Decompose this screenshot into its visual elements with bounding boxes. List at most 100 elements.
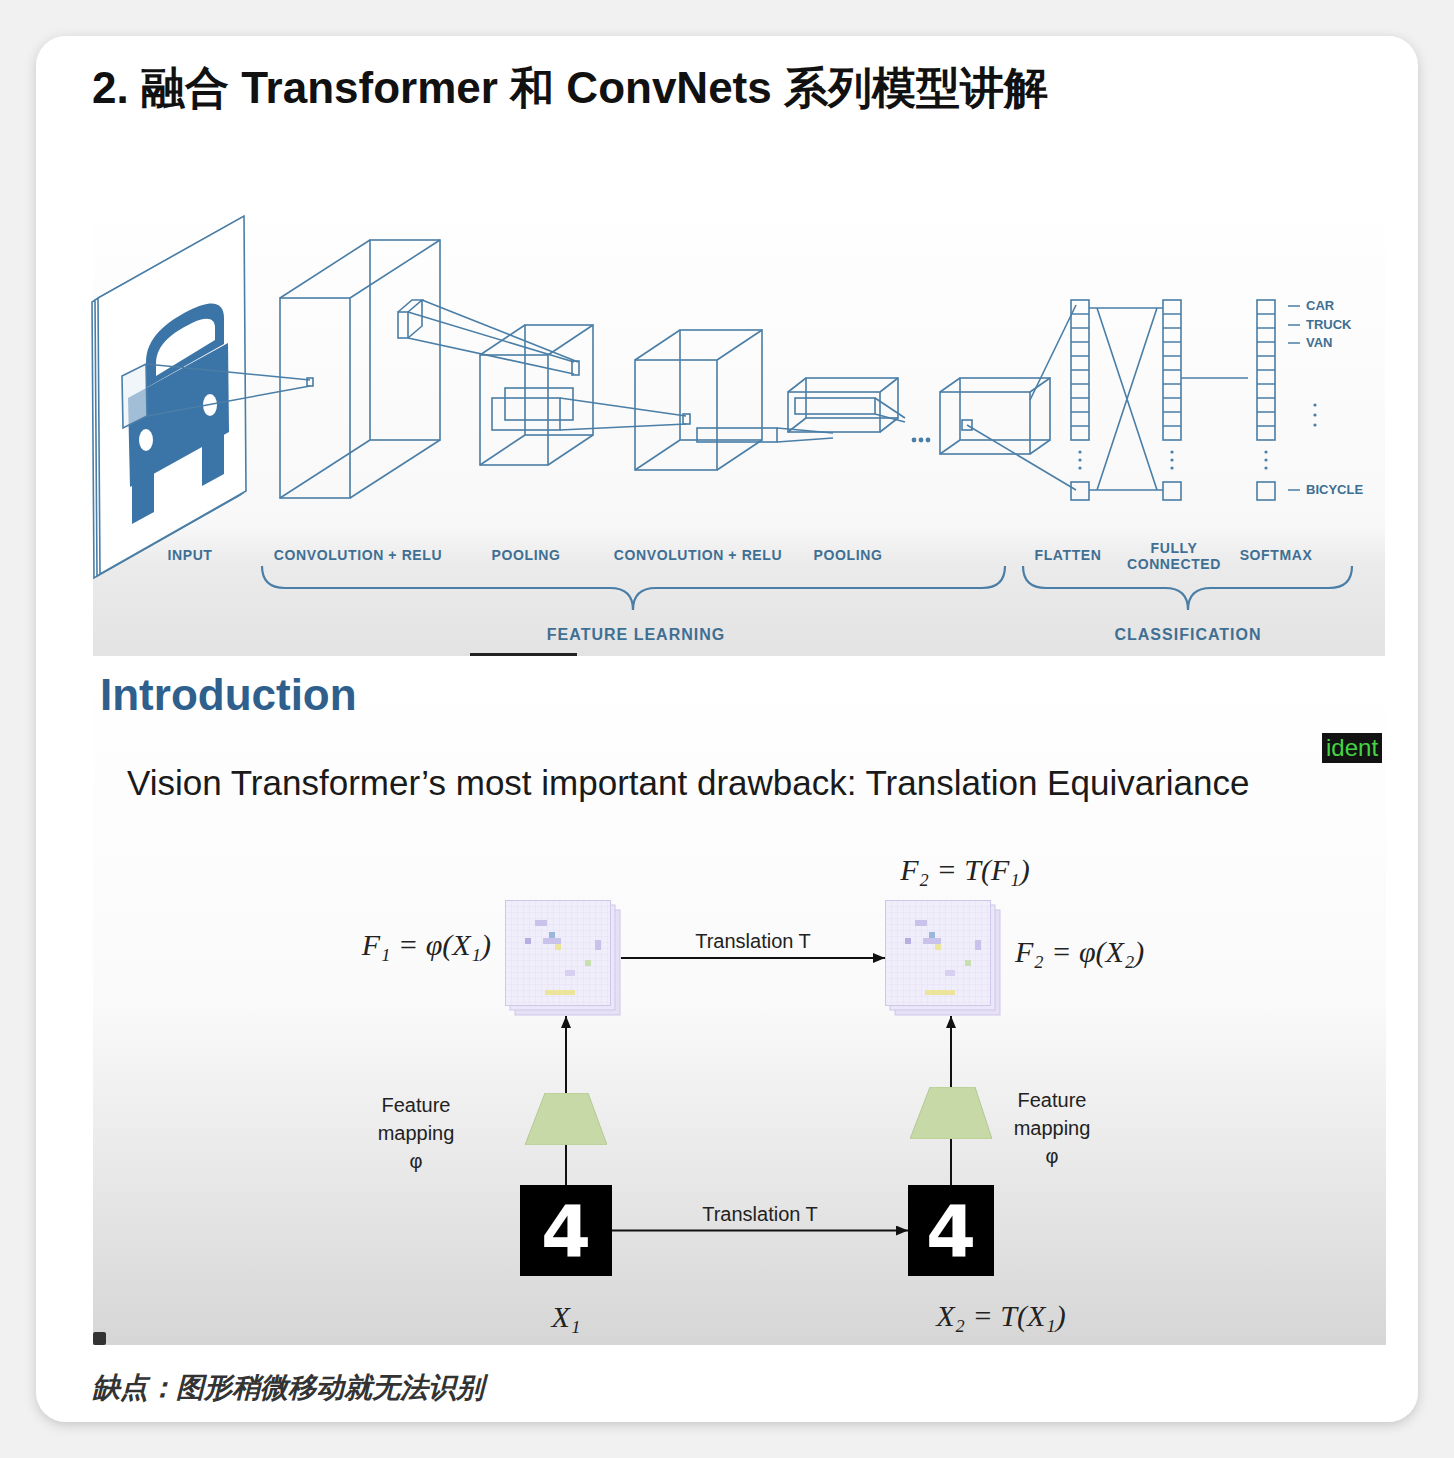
trapezoid-shape [910,1087,992,1139]
cnn-drawing [1264,466,1267,469]
cnn-drawing [919,438,922,441]
variable-label: X₁ [552,1299,581,1335]
layer-label: POOLING [814,547,883,564]
cnn-drawing [1163,482,1181,500]
feature-map-picture [525,938,531,944]
digit-glyph: 4 [541,1195,591,1267]
cnn-drawing [398,300,422,338]
cnn-drawing [1170,458,1173,461]
cnn-drawing [1078,466,1081,469]
feature-map-picture [935,944,941,950]
cnn-drawing [572,361,579,375]
cnn-drawing [1078,403,1316,469]
cnn-drawing [1264,450,1267,453]
class-label: CAR [1306,298,1334,314]
cnn-drawing [1163,314,1181,426]
trapezoid-shape [525,1093,607,1145]
cnn-drawing [912,438,915,441]
feature-map-picture [929,932,935,938]
cnn-drawing [1089,308,1163,490]
cnn-drawing [680,330,762,440]
cnn-drawing [1170,466,1173,469]
cnn-drawing [1257,300,1275,440]
digit-image: 4X₂ = T(X₁) [908,1185,994,1276]
connector-label: Translation T [702,1202,818,1226]
feature-map-picture [923,938,941,944]
cnn-drawing [875,398,905,422]
caption: 缺点：图形稍微移动就无法识别 [92,1370,484,1406]
feature-map-picture [905,938,911,944]
cnn-drawing [1313,423,1316,426]
cnn-drawing [1071,300,1089,440]
group-label: FEATURE LEARNING [547,625,725,645]
cnn-drawing [370,240,440,440]
cnn-drawing [926,438,929,441]
layer-label: SOFTMAX [1240,547,1313,564]
image-panel [93,1332,106,1345]
car-picture [146,303,224,388]
cnn-drawing [492,398,560,430]
feature-map-picture [543,938,561,944]
cnn-drawing [505,388,573,420]
cnn-drawing [635,330,762,470]
cnn-drawing [1264,458,1267,461]
class-label: TRUCK [1306,317,1352,333]
feature-mapping-block: Feature mapping φ [525,1093,607,1145]
formula: F₁ = φ(X₁) [362,927,491,963]
feature-map-picture [549,932,555,938]
layer-label: INPUT [168,547,213,564]
cnn-drawing [683,414,690,424]
bracket [262,566,1005,610]
feature-map-picture [535,920,547,926]
overlay-tag: ident [1322,733,1382,763]
cnn-drawing [788,392,880,432]
bracket [262,566,1352,610]
layer-label: FLATTEN [1035,547,1102,564]
connector [565,1016,567,1093]
car-picture [139,429,153,451]
feature-map-picture [595,940,601,950]
cnn-drawing [1288,306,1300,490]
feature-map-picture [965,960,971,966]
cnn-drawing [525,325,593,435]
cnn-drawing [635,360,717,470]
formula: F₂ = φ(X₂) [1015,934,1144,970]
cnn-drawing [1071,482,1089,500]
cnn-drawing [1078,458,1081,461]
car-picture [202,432,224,486]
cnn-drawing [1163,300,1181,440]
mapping-label: Feature mapping φ [1008,1086,1096,1170]
cnn-drawing [480,355,548,465]
formula: F₂ = T(F₁) [900,852,1029,888]
cnn-drawing [92,216,1352,610]
class-label: BICYCLE [1306,482,1363,498]
connector [612,1230,908,1232]
connector [950,1139,952,1185]
cnn-drawing [788,378,898,432]
image-panel [93,190,1386,1345]
feature-map-picture [945,970,955,976]
mapping-label: Feature mapping φ [372,1091,460,1175]
layer-label: CONVOLUTION + RELU [274,547,442,564]
cnn-drawing [697,428,777,442]
bracket [1023,566,1352,610]
card [36,36,1418,1422]
cnn-drawing [560,398,686,430]
digit-glyph: 4 [926,1195,976,1267]
digit-image: 4X₁ [520,1185,612,1276]
cnn-drawing [398,312,408,338]
image-panel [93,656,1386,1345]
cnn-drawing [967,305,1076,490]
cnn-drawing [146,364,310,416]
class-label: VAN [1306,335,1332,351]
cnn-drawing [408,300,578,374]
cnn-drawing [1078,450,1081,453]
image-panel [470,653,577,656]
connector-label: Translation T [695,929,811,953]
variable-label: X₂ = T(X₁) [936,1298,1065,1334]
feature-map-picture [915,920,927,926]
cnn-drawing [1071,314,1089,426]
cnn-drawing [1170,450,1173,453]
feature-map-picture [585,960,591,966]
feature-map-picture [565,970,575,976]
